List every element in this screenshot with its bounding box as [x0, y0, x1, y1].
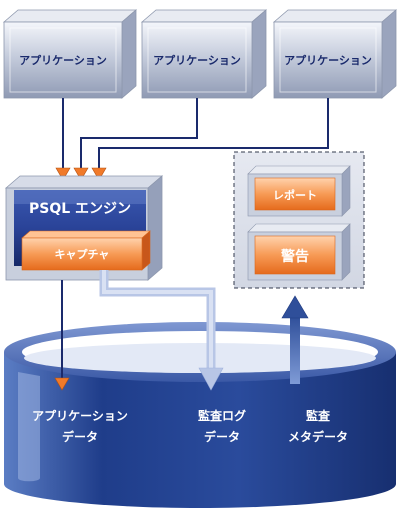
- app-label-2: アプリケーション: [153, 53, 241, 67]
- app-to-engine-connectors: [62, 98, 329, 168]
- database-top-shade: [24, 343, 376, 373]
- auditmeta-label-line1: 監査: [306, 408, 331, 423]
- app-label-3: アプリケーション: [284, 53, 372, 67]
- engine-input-arrowheads: [55, 167, 107, 181]
- app-label-1: アプリケーション: [19, 53, 107, 67]
- arrowhead-down-3: [91, 167, 107, 181]
- arrowhead-down-1: [55, 167, 71, 181]
- appdata-arrowhead: [54, 377, 70, 391]
- arrowhead-down-2: [73, 167, 89, 181]
- metadata-to-output-arrow: [281, 295, 309, 384]
- auditlog-label-line2: データ: [204, 429, 240, 444]
- app-box-3: [272, 9, 398, 99]
- capture-box: [21, 230, 151, 271]
- appdata-label-line1: アプリケーション: [32, 408, 128, 423]
- appdata-label-line2: データ: [62, 429, 98, 444]
- connector-app-3: [98, 98, 329, 168]
- engine-title: PSQL エンジン: [29, 201, 131, 217]
- alert-label: 警告: [281, 248, 309, 265]
- connector-app-2: [80, 98, 198, 168]
- auditlog-label-line1: 監査ログ: [198, 408, 246, 423]
- alert-box: [247, 223, 351, 281]
- app-box-2: [140, 9, 268, 99]
- report-box: [247, 165, 351, 217]
- report-label: レポート: [273, 188, 317, 202]
- auditmeta-label-line2: メタデータ: [288, 429, 348, 444]
- app-box-1: [2, 9, 138, 99]
- capture-label: キャプチャ: [55, 247, 110, 261]
- database-body: [4, 352, 396, 508]
- database-highlight: [18, 372, 40, 482]
- capture-to-auditlog-arrow: [99, 270, 224, 391]
